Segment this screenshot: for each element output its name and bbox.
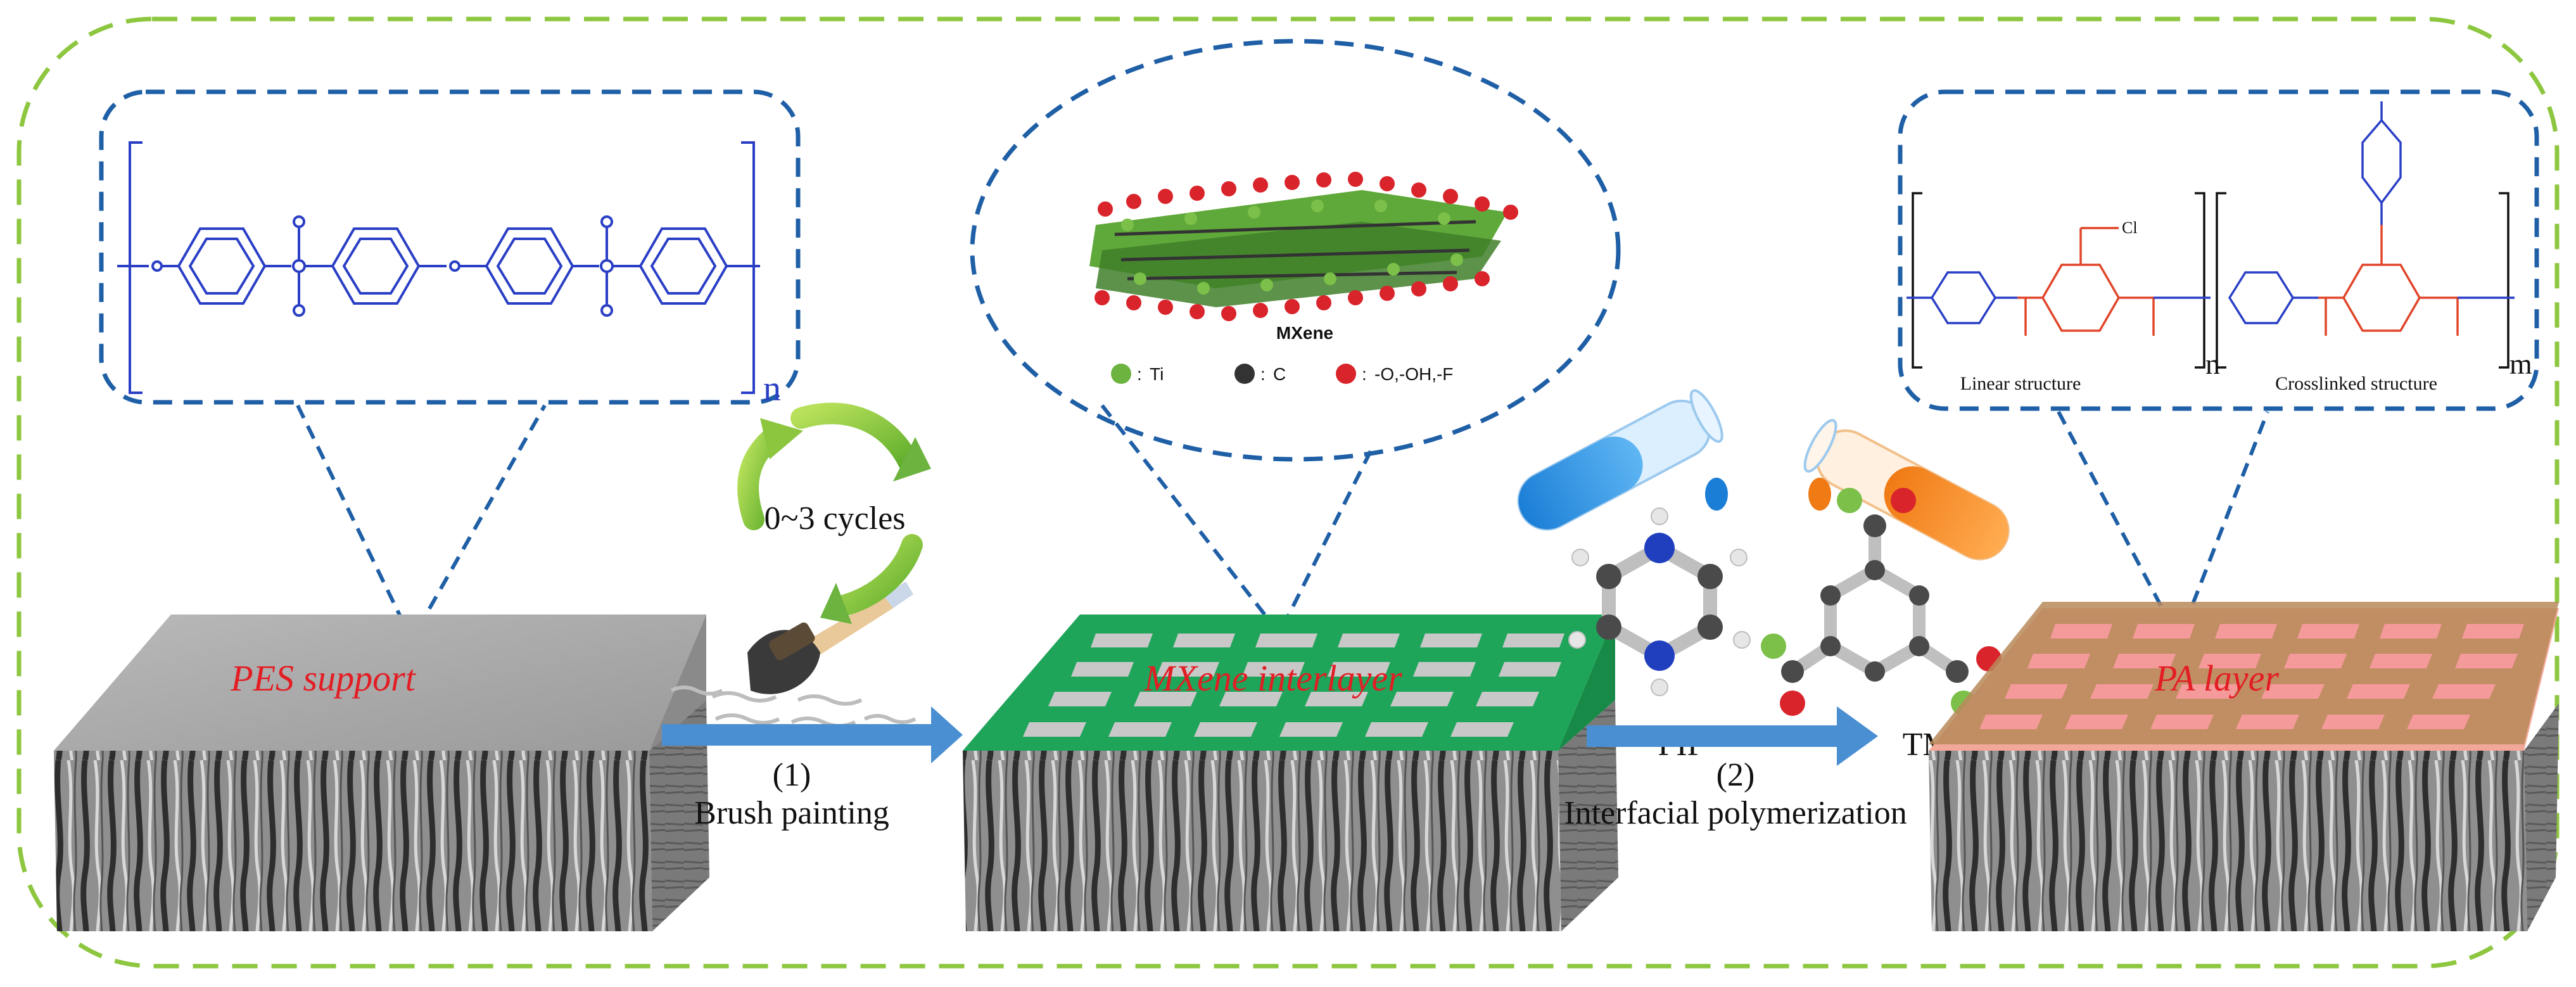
step2-label: Interfacial polymerization — [1564, 795, 1907, 831]
mxene-interlayer-label: MXene interlayer — [1143, 658, 1402, 699]
mxene-callout: MXene : Ti : C : -O,-OH,-F — [970, 39, 1621, 462]
paint-strokes — [670, 685, 917, 728]
pa-cl-label: Cl — [2122, 219, 2138, 237]
pa-layer-label: PA layer — [2154, 658, 2279, 699]
pa-linear-n: n — [2205, 348, 2220, 380]
cycles-label: 0~3 cycles — [764, 500, 905, 537]
pa-linear-label: Linear structure — [1960, 373, 2081, 394]
legend-o-swatch — [1336, 364, 1356, 384]
svg-text::: : — [1260, 364, 1266, 384]
test-tube-blue-icon — [1517, 389, 1728, 531]
pa-membrane — [1929, 602, 2559, 931]
legend-o-label: -O,-OH,-F — [1374, 364, 1453, 384]
step2-number: (2) — [1716, 757, 1755, 793]
brush-icon — [747, 582, 913, 694]
pa-patches — [1979, 624, 2524, 729]
legend-c-label: C — [1273, 364, 1286, 384]
tmc-molecule — [1761, 488, 2002, 716]
pa-crosslinked-m: m — [2509, 348, 2532, 380]
legend-ti-swatch — [1111, 364, 1131, 384]
mxene-title: MXene — [1276, 323, 1333, 343]
pes-callout: n — [99, 89, 801, 409]
pa-polymer-structure — [1907, 101, 2515, 369]
svg-text::: : — [1137, 364, 1142, 384]
pa-callout: Cl n m Linear structure Crosslinked stru… — [1898, 89, 2539, 411]
step1-number: (1) — [773, 757, 811, 793]
mxene-membrane — [963, 614, 1618, 931]
legend-c-swatch — [1234, 364, 1255, 384]
step1-label: Brush painting — [694, 795, 889, 831]
pip-molecule — [1568, 507, 1751, 696]
step1-arrow — [662, 706, 963, 763]
pes-membrane — [54, 614, 709, 931]
pes-repeat-n: n — [763, 369, 781, 409]
mxene-crystal-illustration — [1089, 172, 1518, 321]
pes-support-label: PES support — [230, 658, 417, 699]
svg-text::: : — [1362, 364, 1367, 384]
pes-polymer-structure — [117, 141, 760, 394]
mxene-patches — [1023, 634, 1564, 737]
mxene-legend: : Ti : C : -O,-OH,-F — [1111, 364, 1453, 384]
pes-callout-pointer — [296, 404, 547, 644]
cycle-arrows-icon — [737, 402, 931, 624]
legend-ti-label: Ti — [1150, 364, 1164, 384]
pa-crosslinked-label: Crosslinked structure — [2275, 373, 2437, 394]
step2-arrow — [1587, 706, 1878, 766]
mxene-callout-pointer — [1100, 404, 1376, 637]
